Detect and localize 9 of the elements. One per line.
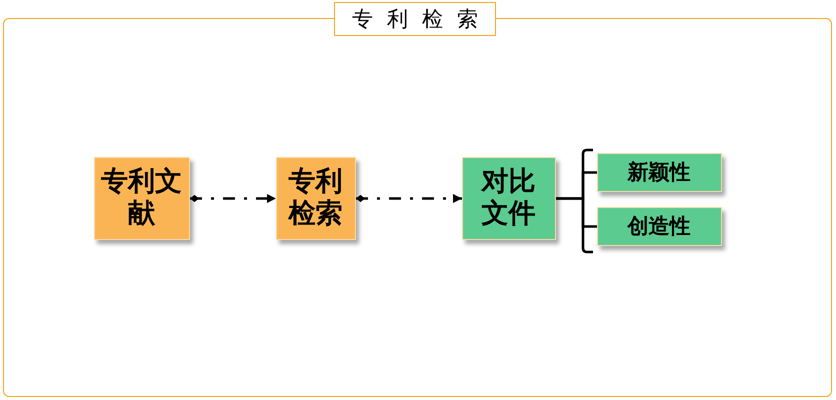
arrow [190, 194, 276, 203]
process-box: 专利检索 [276, 156, 356, 240]
process-box: 对比文件 [462, 156, 556, 240]
result-box: 新颖性 [596, 152, 722, 192]
result-box: 创造性 [596, 206, 722, 246]
arrow [356, 194, 462, 203]
title-box: 专利检索 [334, 2, 496, 36]
process-box: 专利文献 [94, 156, 190, 240]
connector-line [556, 197, 597, 228]
